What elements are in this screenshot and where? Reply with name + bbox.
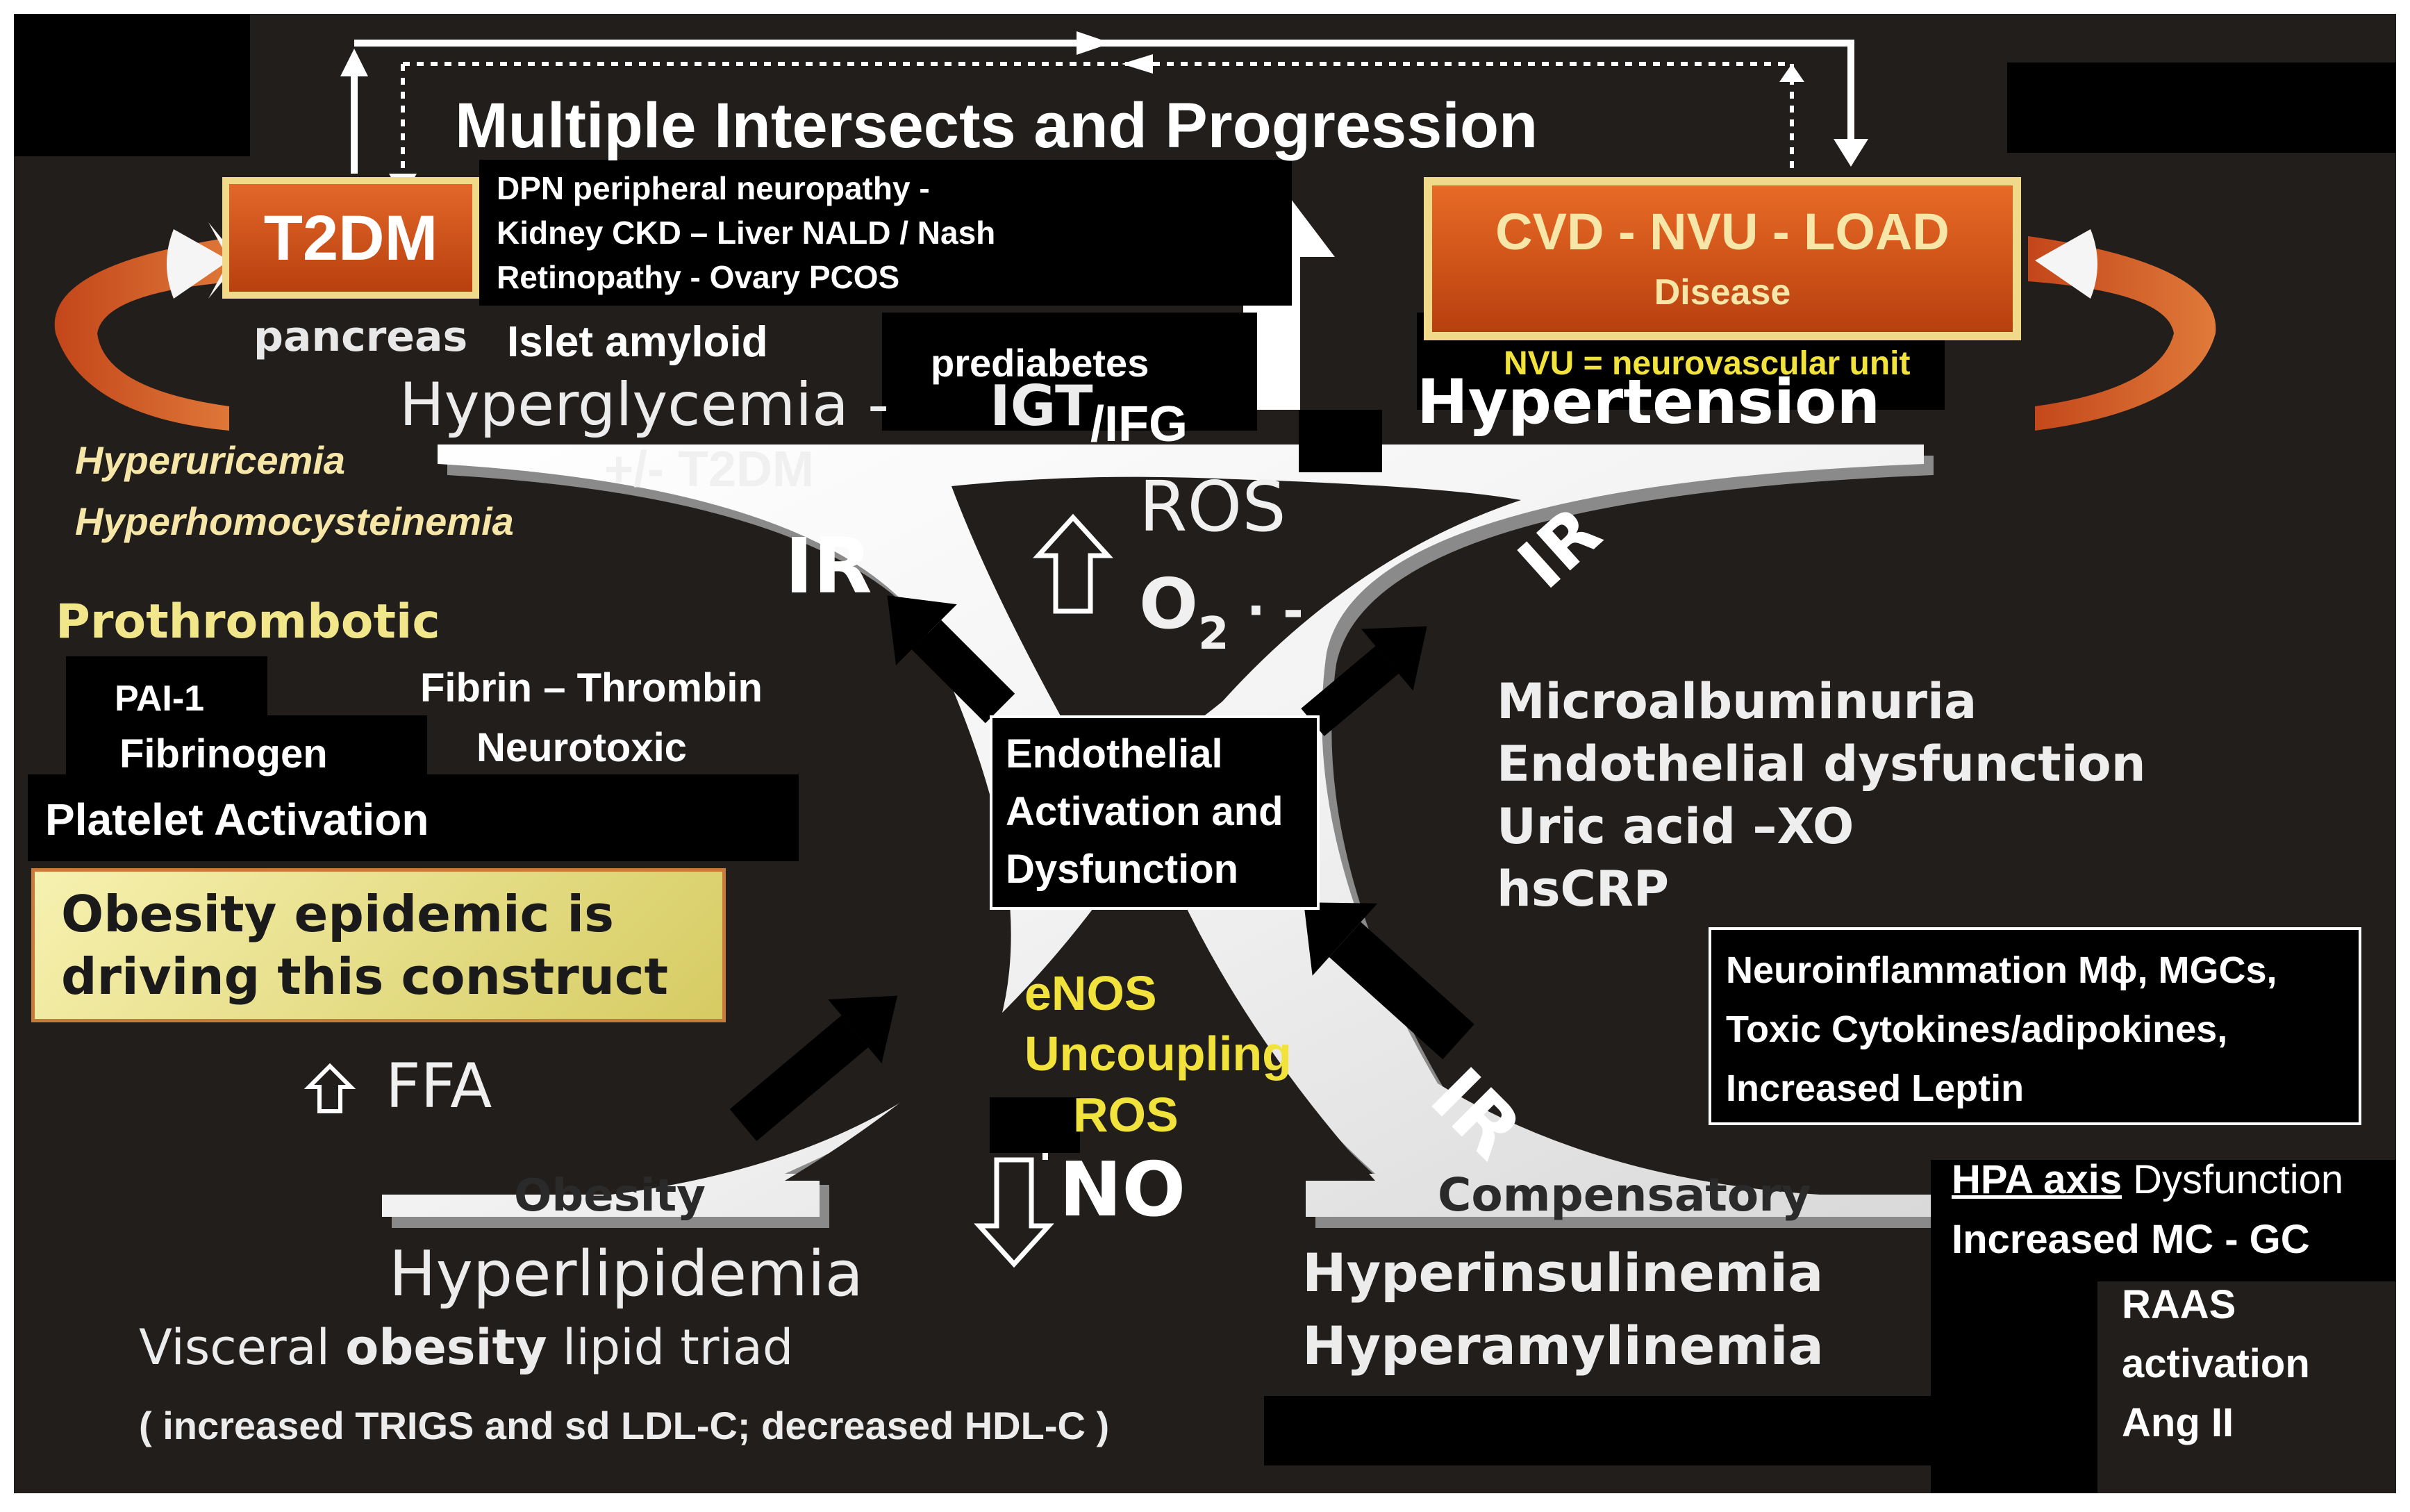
nvu-note: NVU = neurovascular unit bbox=[1504, 345, 1911, 382]
raas-line-1: RAAS bbox=[2122, 1282, 2236, 1327]
arrow-up-left bbox=[887, 595, 1015, 724]
neurotoxic-label: Neurotoxic bbox=[476, 725, 687, 770]
endothelial-dysfunction-label: Endothelial dysfunction bbox=[1497, 736, 2146, 792]
arrow-lower-left bbox=[729, 995, 898, 1141]
endothelial-line-2: Activation and bbox=[1006, 789, 1283, 834]
ir-label-left: IR bbox=[785, 522, 872, 610]
prediabetes-label: prediabetes bbox=[931, 341, 1149, 385]
triad-detail-label: ( increased TRIGS and sd LDL-C; decrease… bbox=[139, 1404, 1110, 1447]
black-cover-top-right bbox=[2007, 63, 2396, 153]
hypertension-label: Hypertension bbox=[1417, 366, 1881, 438]
hollow-arrows bbox=[304, 513, 1113, 1268]
enos-ros-label: ROS bbox=[1073, 1088, 1179, 1142]
complication-line-2: Kidney CKD – Liver NALD / Nash bbox=[497, 215, 996, 251]
pai-box bbox=[66, 656, 267, 726]
neuro-line-2: Toxic Cytokines/adipokines, bbox=[1726, 1008, 2228, 1050]
visceral-obesity-label: Visceral obesity lipid triad bbox=[139, 1323, 793, 1372]
cvd-label: CVD - NVU - LOAD bbox=[1495, 203, 1950, 260]
obesity-word: obesity bbox=[345, 1319, 547, 1376]
arrow-up-right bbox=[1301, 626, 1427, 736]
black-diagonal-arrows bbox=[729, 595, 1474, 1141]
prothrombotic-label: Prothrombotic bbox=[56, 595, 440, 649]
neuroinflammation-box bbox=[1709, 927, 2361, 1125]
o2-subscript: 2 bbox=[1198, 608, 1229, 660]
ros-label: ROS bbox=[1139, 466, 1286, 547]
raas-line-3: Ang II bbox=[2122, 1400, 2234, 1445]
left-swirl-arrow bbox=[54, 222, 240, 431]
bottom-black-box bbox=[1264, 1396, 2097, 1465]
complication-box bbox=[479, 160, 1292, 306]
fibrinogen-box bbox=[66, 715, 427, 778]
obesity-epidemic-line-1: Obesity epidemic is bbox=[61, 885, 614, 943]
microalbuminuria-label: Microalbuminuria bbox=[1497, 673, 1977, 730]
neuro-line-1: Neuroinflammation Mϕ, MGCs, bbox=[1726, 949, 2277, 991]
arrow-lower-right bbox=[1304, 902, 1474, 1060]
obesity-epidemic-line-2: driving this construct bbox=[61, 947, 669, 1006]
enos-label: eNOS bbox=[1024, 966, 1157, 1020]
platelet-box bbox=[28, 774, 799, 861]
x-top-notch bbox=[951, 476, 1521, 767]
t2dm-label: T2DM bbox=[263, 202, 438, 274]
visceral-word: Visceral bbox=[139, 1319, 346, 1376]
hyperinsulinemia-label: Hyperinsulinemia bbox=[1302, 1242, 1824, 1304]
hyperlipidemia-label: Hyperlipidemia bbox=[389, 1238, 863, 1311]
compensatory-label: Compensatory bbox=[1438, 1168, 1811, 1222]
page-title: Multiple Intersects and Progression bbox=[455, 90, 1538, 161]
o2-radical: · - bbox=[1229, 581, 1304, 640]
cvd-sub: Disease bbox=[1654, 272, 1791, 313]
fibrin-thrombin-label: Fibrin – Thrombin bbox=[420, 665, 763, 711]
cvd-box: CVD - NVU - LOAD Disease bbox=[1424, 177, 2021, 340]
ifg-label: /IFG bbox=[1090, 397, 1188, 452]
hyperhomocysteinemia-label: Hyperhomocysteinemia bbox=[75, 499, 514, 543]
hpa-dysfunction-word: Dysfunction bbox=[2122, 1157, 2344, 1202]
ros-up-box bbox=[990, 1097, 1080, 1153]
complication-line-3: Retinopathy - Ovary PCOS bbox=[497, 259, 900, 295]
prediabetes-box bbox=[882, 313, 1257, 431]
pancreas-label: pancreas bbox=[254, 313, 468, 361]
igt-label: IGT bbox=[990, 374, 1093, 438]
uncoupling-label: Uncoupling bbox=[1024, 1027, 1292, 1081]
complication-line-1: DPN peripheral neuropathy - bbox=[497, 170, 930, 206]
obesity-label: Obesity bbox=[514, 1170, 706, 1222]
obesity-epidemic-box: Obesity epidemic is driving this constru… bbox=[31, 868, 726, 1022]
ffa-label: FFA bbox=[385, 1050, 492, 1122]
islet-amyloid-label: Islet amyloid bbox=[507, 318, 768, 366]
hpa-line: HPA axis Dysfunction bbox=[1952, 1160, 2343, 1200]
endothelial-line-1: Endothelial bbox=[1006, 731, 1223, 776]
t2dm-box: T2DM bbox=[222, 177, 479, 299]
black-cover-top-left bbox=[14, 14, 250, 156]
hyperamylinemia-label: Hyperamylinemia bbox=[1302, 1315, 1824, 1377]
fibrinogen-label: Fibrinogen bbox=[119, 731, 328, 776]
hyperuricemia-label: Hyperuricemia bbox=[75, 438, 346, 482]
o2-label: O2 · - bbox=[1139, 570, 1304, 657]
mc-gc-label: Increased MC - GC bbox=[1952, 1217, 2310, 1262]
right-swirl-arrow bbox=[2028, 229, 2216, 431]
endothelial-box bbox=[990, 715, 1320, 910]
mc-box bbox=[1931, 1222, 2396, 1281]
raas-line-2: activation bbox=[2122, 1341, 2310, 1386]
no-label: NO bbox=[1059, 1147, 1186, 1233]
hyperglycemia-label: Hyperglycemia - bbox=[399, 370, 890, 440]
hscrp-label: hsCRP bbox=[1497, 861, 1670, 917]
top-connector-arrows bbox=[340, 31, 1868, 198]
uric-acid-label: Uric acid –XO bbox=[1497, 798, 1854, 855]
platelet-activation-label: Platelet Activation bbox=[45, 795, 429, 845]
pai-label: PAI-1 bbox=[115, 679, 205, 719]
neuro-line-3: Increased Leptin bbox=[1726, 1067, 2025, 1109]
endothelial-line-3: Dysfunction bbox=[1006, 847, 1239, 892]
t2dm-plusminus-label: +/- T2DM bbox=[604, 442, 815, 497]
o2-symbol: O bbox=[1139, 563, 1199, 645]
hpa-axis-word: HPA axis bbox=[1952, 1157, 2122, 1202]
x-bottom-notch bbox=[785, 880, 1375, 1181]
lipid-triad-word: lipid triad bbox=[547, 1319, 794, 1376]
black-square-top bbox=[1299, 410, 1382, 472]
